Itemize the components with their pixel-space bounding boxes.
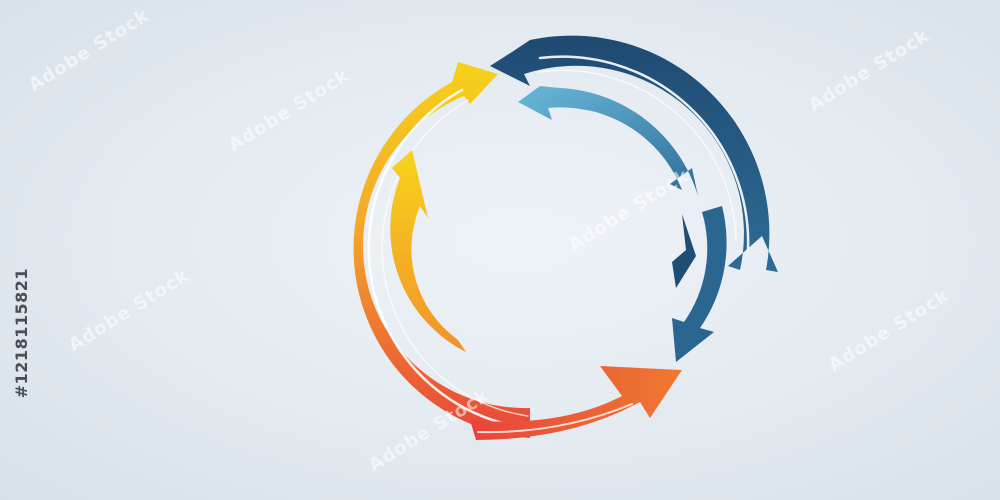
bottom-arrow: [470, 366, 682, 440]
cool-inner-band: [518, 86, 698, 196]
cool-outer-arrow: [490, 35, 778, 272]
cool-mid-arrow: [672, 214, 696, 288]
cool-inner-arrow: [518, 86, 698, 196]
warm-outer-stripe-2: [381, 99, 529, 417]
bottom-arrow-band: [470, 366, 682, 440]
warm-inner-band: [390, 150, 466, 352]
cool-outer-stripe-2: [537, 69, 737, 241]
warm-inner-arrow: [390, 150, 466, 352]
stock-id-label: #1218115821: [12, 268, 31, 399]
warm-outer-arrow: [353, 62, 530, 438]
warm-outer-stripe: [367, 88, 530, 430]
cool-outer-stripe: [538, 55, 750, 252]
bottom-arrow-stripe: [477, 403, 633, 434]
cool-outer-band: [490, 35, 778, 272]
cool-lower-band: [672, 206, 727, 362]
cool-lower-arrow: [672, 206, 727, 362]
